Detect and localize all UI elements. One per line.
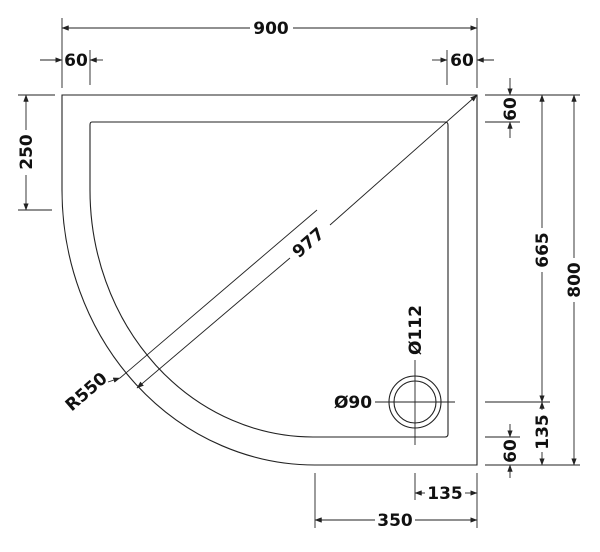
dim-left-rim: 60 [64, 51, 88, 71]
dim-waste-outer: Ø112 [406, 305, 426, 355]
dim-waste-to-top: 665 [533, 232, 553, 268]
dim-diagonal: 977 [289, 224, 329, 262]
dim-right-rim: 60 [450, 51, 474, 71]
tray-outer-outline [61, 94, 478, 466]
dim-bottom-rim: 60 [501, 439, 521, 463]
dim-radius: R550 [62, 369, 112, 416]
dim-straight-bottom: 350 [377, 511, 413, 531]
dim-top-rim: 60 [501, 97, 521, 121]
dim-waste-to-bottom: 135 [533, 414, 553, 450]
dim-waste-inner: Ø90 [334, 393, 372, 413]
waste-icon [375, 360, 455, 445]
tray-inner-outline [89, 121, 449, 438]
dim-top-straight: 250 [17, 134, 37, 170]
dim-waste-to-right: 135 [427, 484, 463, 504]
dim-overall-depth: 800 [565, 262, 585, 298]
dim-overall-width: 900 [253, 19, 289, 39]
